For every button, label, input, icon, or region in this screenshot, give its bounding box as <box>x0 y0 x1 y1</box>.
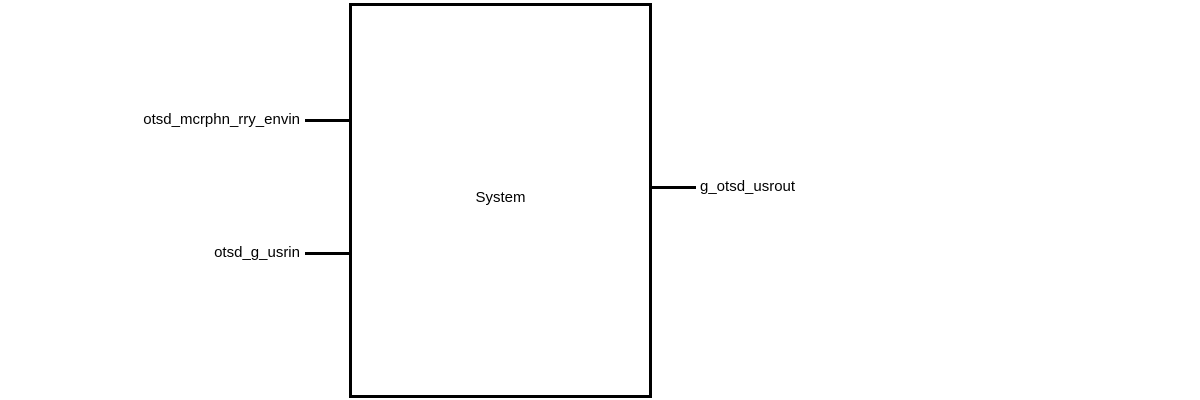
input-port-label: otsd_mcrphn_rry_envin <box>143 111 300 128</box>
output-port-line[interactable] <box>650 186 696 189</box>
input-port-line[interactable] <box>305 252 350 255</box>
system-block[interactable]: System <box>349 3 652 398</box>
system-block-label: System <box>475 189 526 206</box>
input-port-label: otsd_g_usrin <box>214 244 300 261</box>
output-port-label: g_otsd_usrout <box>700 178 796 195</box>
input-port-line[interactable] <box>305 119 350 122</box>
